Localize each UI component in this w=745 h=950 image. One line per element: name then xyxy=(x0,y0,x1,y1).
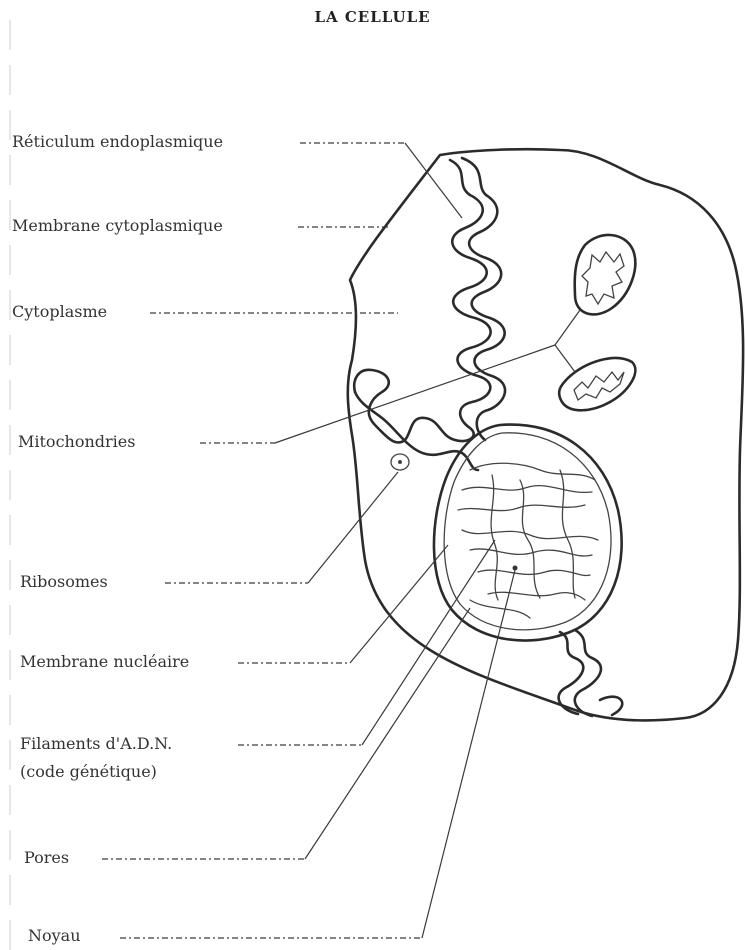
label-pores: Pores xyxy=(24,848,69,868)
label-reticulum: Réticulum endoplasmique xyxy=(12,132,223,152)
mitochondrion-upper-cristae xyxy=(582,252,624,304)
leader-lines xyxy=(102,143,580,938)
reticulum-bottom-outer xyxy=(559,632,584,714)
label-ribosomes: Ribosomes xyxy=(20,572,108,592)
label-mitochondries: Mitochondries xyxy=(18,432,135,452)
reticulum-outer xyxy=(354,160,490,442)
label-cytoplasme: Cytoplasme xyxy=(12,302,107,322)
nucleus-membrane xyxy=(434,425,622,641)
reticulum-lower xyxy=(355,392,478,470)
reticulum-bottom-inner xyxy=(575,630,601,716)
label-filaments-adn: Filaments d'A.D.N. xyxy=(20,734,172,754)
label-membrane-cytoplasmique: Membrane cytoplasmique xyxy=(12,216,223,236)
dna-filaments xyxy=(458,463,598,618)
label-membrane-nucleaire: Membrane nucléaire xyxy=(20,652,189,672)
label-noyau: Noyau xyxy=(28,926,81,946)
mitochondrion-lower-cristae xyxy=(574,372,624,400)
label-code-genetique: (code génétique) xyxy=(20,762,157,782)
